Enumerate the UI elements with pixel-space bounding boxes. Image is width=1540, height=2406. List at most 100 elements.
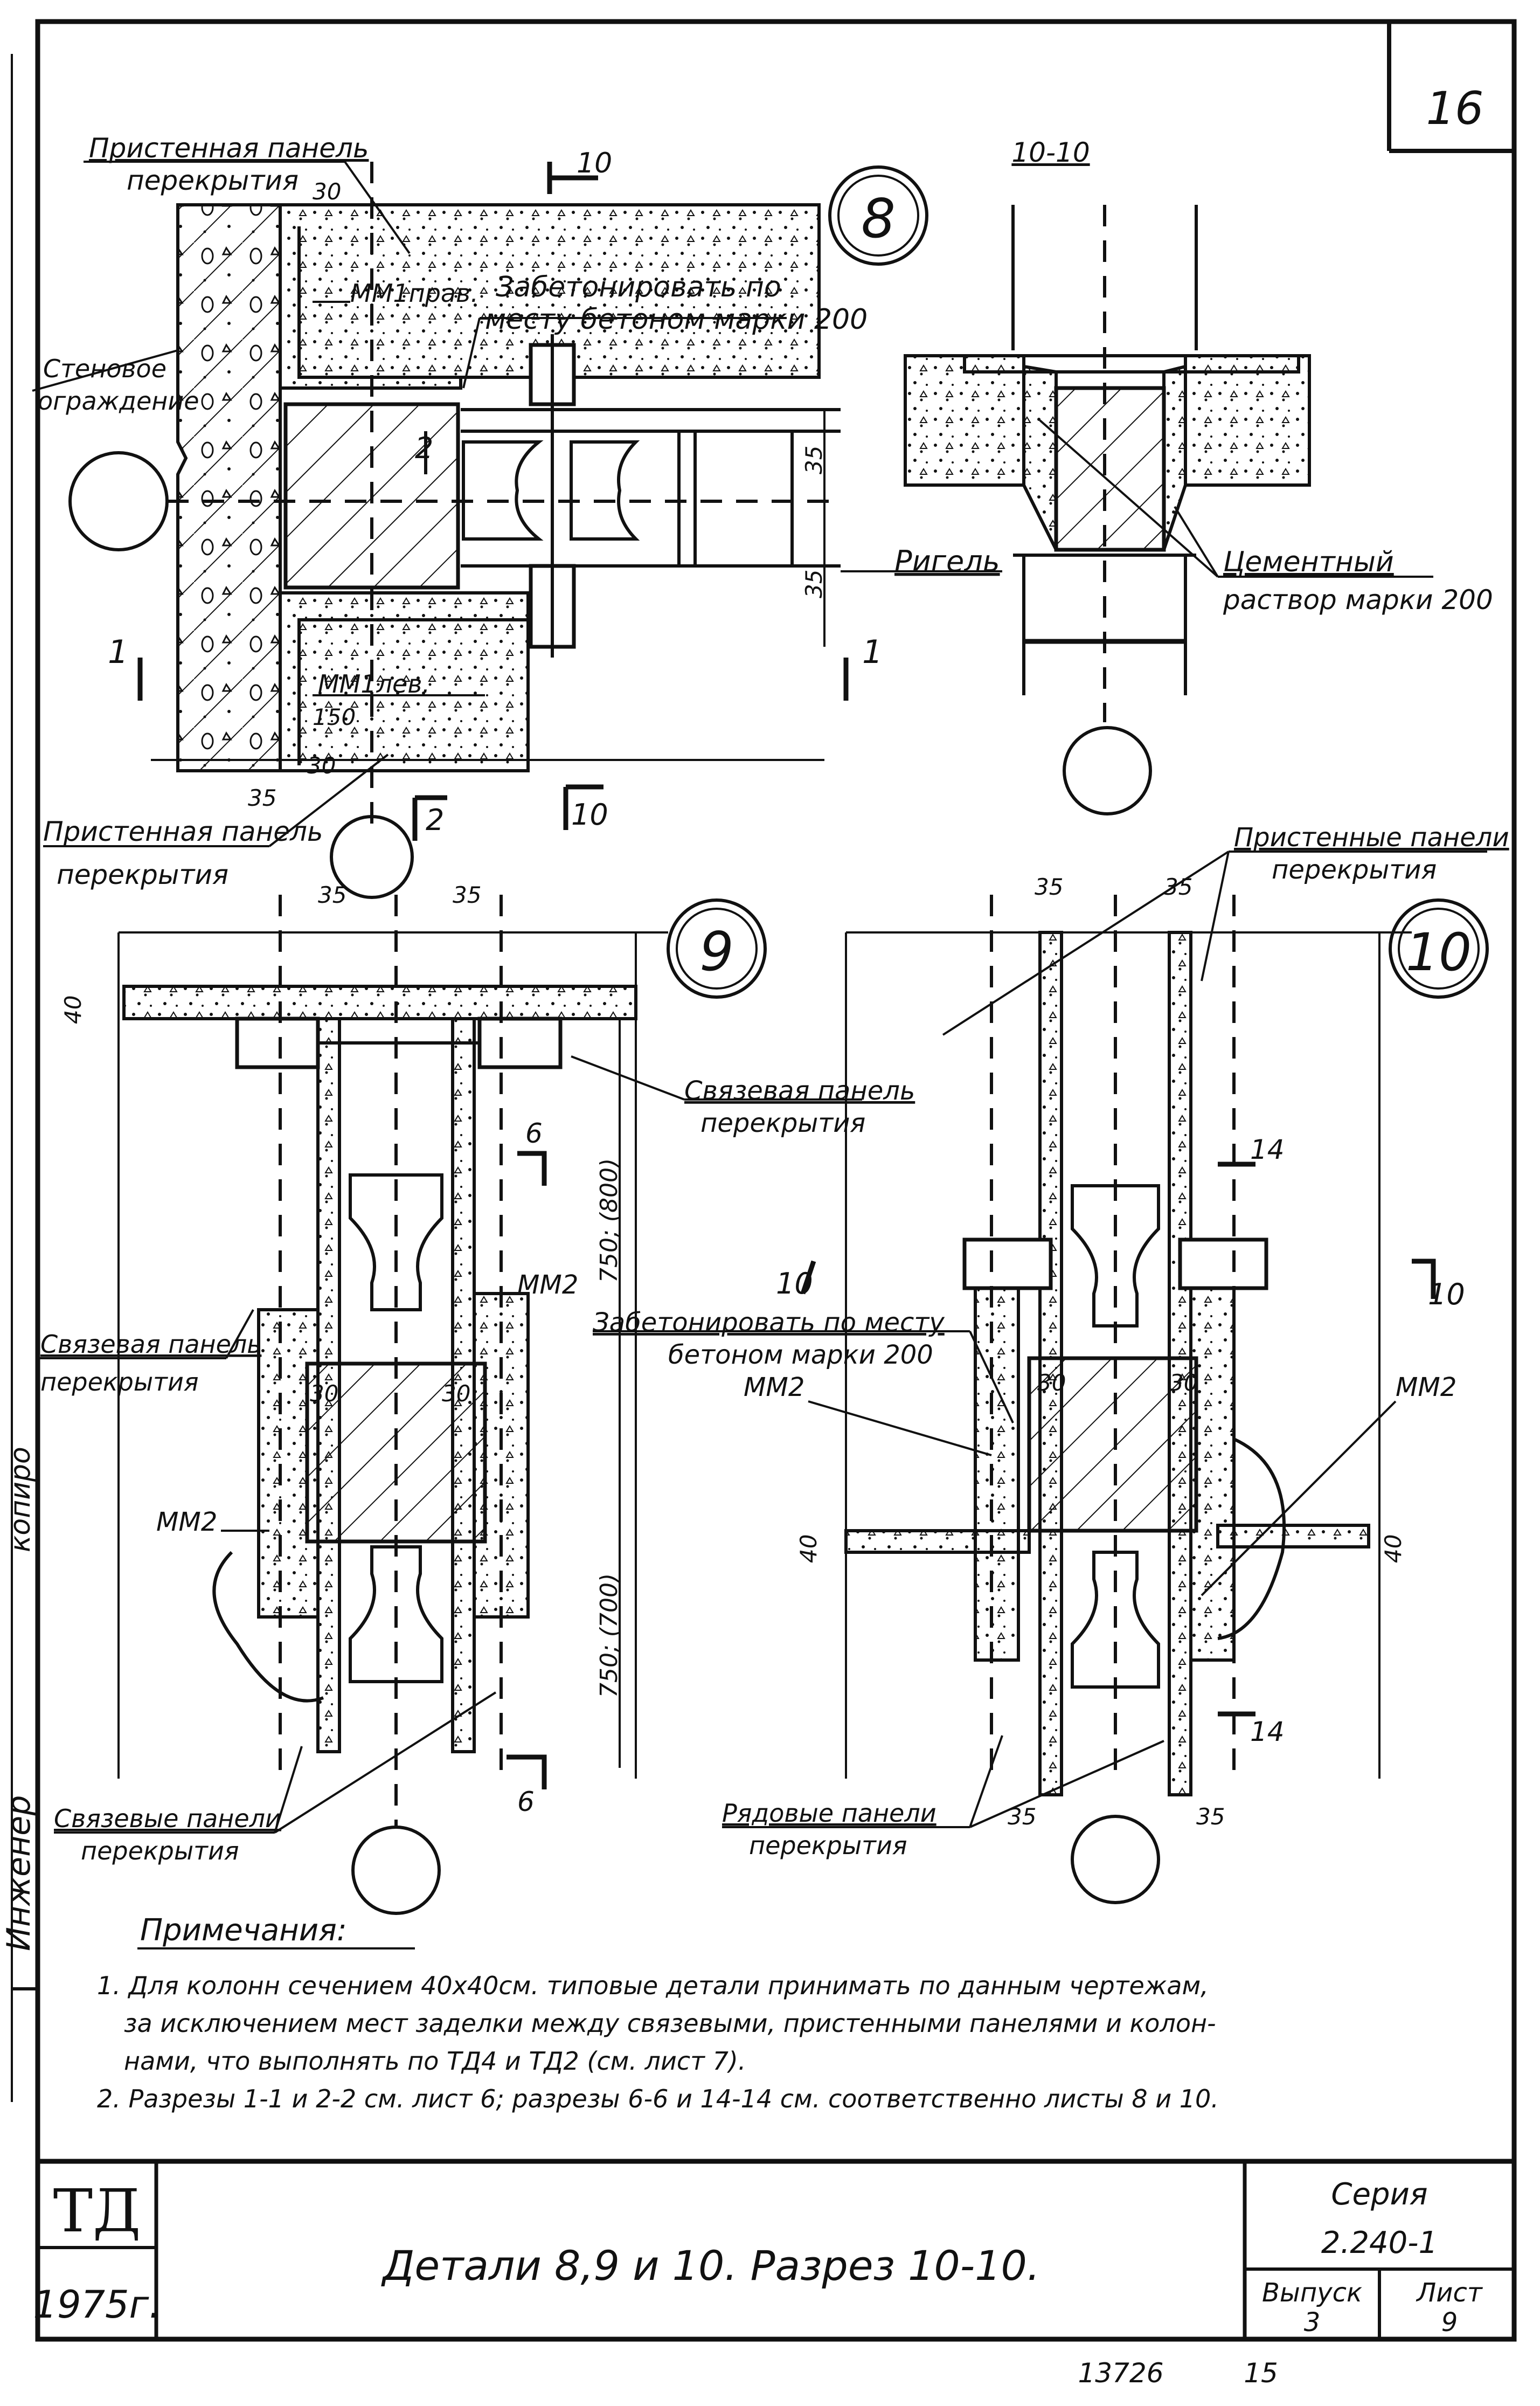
detail-marker-8 [828, 165, 928, 266]
svg-text:1: 1 [108, 633, 128, 671]
issue-value: 3 [1304, 2307, 1321, 2338]
svg-text:перекрытия: перекрытия [1272, 855, 1437, 885]
section-10-top-mark [547, 162, 598, 194]
svg-text:Забетонировать по месту: Забетонировать по месту [593, 1308, 945, 1338]
svg-text:750; (800): 750; (800) [595, 1158, 623, 1283]
svg-text:150: 150 [313, 704, 356, 730]
notes-heading: Примечания: [140, 1913, 347, 1948]
sheet-frame [11, 19, 1517, 2342]
svg-text:750; (700): 750; (700) [595, 1573, 623, 1698]
svg-text:Цементный: Цементный [1223, 546, 1394, 578]
wall-panel-bottom [279, 591, 530, 772]
svg-text:Связевая панель: Связевая панель [40, 1330, 261, 1359]
notes-line-4: 2. Разрезы 1-1 и 2-2 см. лист 6; разрезы… [97, 2084, 1219, 2113]
notes: Примечания: 1. Для колонн сечением 40х40… [97, 1913, 1219, 2113]
svg-text:ММ2: ММ2 [517, 1270, 578, 1300]
svg-text:ММ2: ММ2 [744, 1372, 804, 1402]
svg-text:Связевые панели: Связевые панели [54, 1804, 281, 1833]
svg-text:ММ1прав.: ММ1прав. [350, 279, 478, 308]
svg-text:Ригель: Ригель [894, 544, 1000, 578]
svg-text:Пристенные панели: Пристенные панели [1234, 822, 1509, 853]
issue-label: Выпуск [1262, 2278, 1362, 2308]
detail-8: 10 1 1 2 10 2 8 Пристенная панель перекр… [32, 133, 1002, 899]
svg-text:8: 8 [861, 187, 896, 250]
svg-text:перекрытия: перекрытия [40, 1367, 199, 1396]
series-label: Серия [1331, 2177, 1427, 2212]
svg-text:30: 30 [1169, 1370, 1198, 1396]
svg-text:1: 1 [862, 633, 883, 671]
svg-text:6: 6 [525, 1118, 543, 1149]
svg-text:бетоном марки 200: бетоном марки 200 [668, 1340, 933, 1370]
drawing-title: Детали 8,9 и 10. Разрез 10-10. [381, 2242, 1040, 2290]
svg-text:Пристенная панель: Пристенная панель [89, 133, 369, 164]
svg-text:10-10: 10-10 [1011, 137, 1090, 168]
section-10-10: 10-10 Цементный раствор марки 200 [904, 137, 1493, 815]
svg-text:35: 35 [1008, 1803, 1036, 1830]
svg-text:перекрытия: перекрытия [127, 165, 299, 196]
detail-marker-10 [1389, 898, 1489, 999]
svg-text:35: 35 [801, 446, 827, 474]
svg-text:35: 35 [1035, 874, 1063, 900]
axis-marker-8-left [68, 451, 169, 551]
svg-text:35: 35 [801, 570, 827, 598]
svg-text:Стеновое: Стеновое [43, 354, 167, 383]
detail-9: 9 35 35 40 Связевая панель перекрытия 6 [38, 882, 915, 1915]
side-label-copied: копиро [4, 1447, 37, 1552]
side-labels: Инженер копиро [0, 1447, 38, 1951]
link-panel-top [122, 985, 637, 1020]
sheet-value: 9 [1441, 2307, 1458, 2338]
svg-text:2: 2 [415, 431, 433, 465]
svg-text:месту бетоном марки 200: месту бетоном марки 200 [485, 303, 868, 336]
axis-marker-10 [1071, 1815, 1160, 1904]
notes-line-1: 1. Для колонн сечением 40х40см. типовые … [97, 1971, 1209, 2000]
svg-text:35: 35 [453, 882, 481, 908]
svg-text:40: 40 [60, 995, 86, 1024]
svg-text:перекрытия: перекрытия [749, 1831, 907, 1860]
slab-left [904, 354, 1025, 487]
footer-page: 15 [1244, 2357, 1278, 2389]
svg-text:2: 2 [426, 803, 444, 837]
svg-text:9: 9 [699, 920, 734, 983]
rigel-section [1054, 386, 1166, 552]
notes-line-3: нами, что выполнять по ТД4 и ТД2 (см. ли… [124, 2047, 746, 2076]
notes-line-2: за исключением мест заделки между связев… [124, 2009, 1216, 2038]
mm1-right-plate [297, 226, 528, 379]
axis-marker-9 [351, 1826, 441, 1915]
svg-text:перекрытия: перекрытия [57, 859, 228, 890]
svg-text:ММ2: ММ2 [156, 1507, 217, 1537]
detail-marker-9 [667, 898, 767, 999]
wall-enclosure [176, 203, 282, 772]
rigel-profile [462, 440, 640, 541]
series-value: 2.240-1 [1321, 2225, 1438, 2260]
svg-text:раствор марки 200: раствор марки 200 [1223, 584, 1493, 616]
plate-10-left [962, 1237, 1053, 1290]
svg-text:Забетонировать по: Забетонировать по [496, 271, 781, 303]
mm1-left-plate [297, 618, 528, 765]
svg-text:Пристенная панель: Пристенная панель [43, 816, 323, 847]
svg-text:10: 10 [577, 147, 612, 179]
year: 1975г. [33, 2283, 161, 2327]
svg-text:ММ1лев.: ММ1лев. [318, 669, 430, 699]
svg-text:35: 35 [1196, 1803, 1225, 1830]
svg-text:Рядовые панели: Рядовые панели [722, 1799, 937, 1828]
detail-10: 10 Пристенные панели перекрытия 35 35 14… [593, 822, 1509, 1904]
svg-text:14: 14 [1250, 1134, 1285, 1165]
svg-text:35: 35 [1164, 874, 1192, 900]
svg-text:14: 14 [1250, 1716, 1285, 1747]
svg-text:Связевая панель: Связевая панель [684, 1076, 915, 1106]
slab-right [1184, 354, 1311, 487]
svg-text:ограждение: ограждение [38, 386, 199, 416]
svg-text:30: 30 [307, 752, 336, 779]
svg-text:10: 10 [1406, 922, 1472, 983]
svg-text:перекрытия: перекрытия [81, 1836, 239, 1865]
svg-text:10: 10 [776, 1267, 813, 1301]
footer-code: 13726 [1078, 2357, 1163, 2389]
svg-text:35: 35 [248, 785, 276, 811]
svg-text:40: 40 [1380, 1534, 1406, 1563]
column-10 [1027, 1356, 1198, 1533]
svg-text:30: 30 [442, 1380, 470, 1407]
svg-text:ММ2: ММ2 [1396, 1372, 1456, 1402]
svg-text:10: 10 [571, 798, 608, 832]
svg-text:30: 30 [1037, 1370, 1066, 1396]
